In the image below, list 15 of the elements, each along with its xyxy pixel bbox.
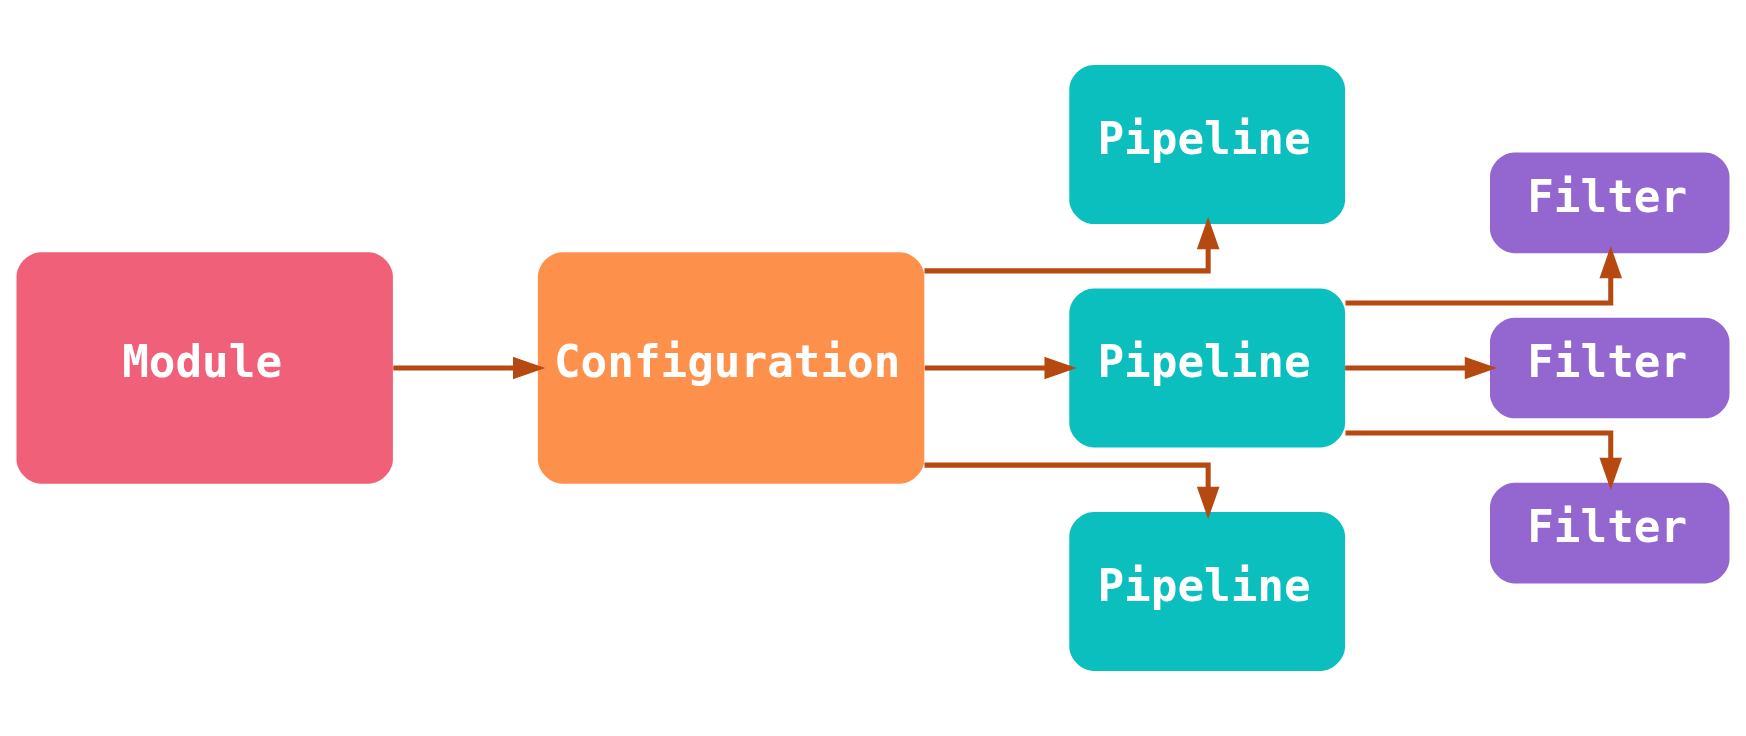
node-box: Filter <box>1489 317 1730 419</box>
arrow <box>1345 246 1623 306</box>
node-box: Pipeline <box>1069 288 1346 448</box>
arrow <box>1345 356 1498 380</box>
node-box: Pipeline <box>1069 65 1346 225</box>
node-box: Pipeline <box>1069 511 1346 671</box>
node-box: Configuration <box>537 252 925 484</box>
node-box: Module <box>16 252 393 484</box>
arrow <box>393 356 546 380</box>
node-box: Filter <box>1489 152 1730 254</box>
arrow <box>924 462 1220 520</box>
node-box: Filter <box>1489 482 1730 584</box>
arrow <box>1345 430 1623 490</box>
arrow <box>924 356 1077 380</box>
arrow <box>924 216 1220 274</box>
